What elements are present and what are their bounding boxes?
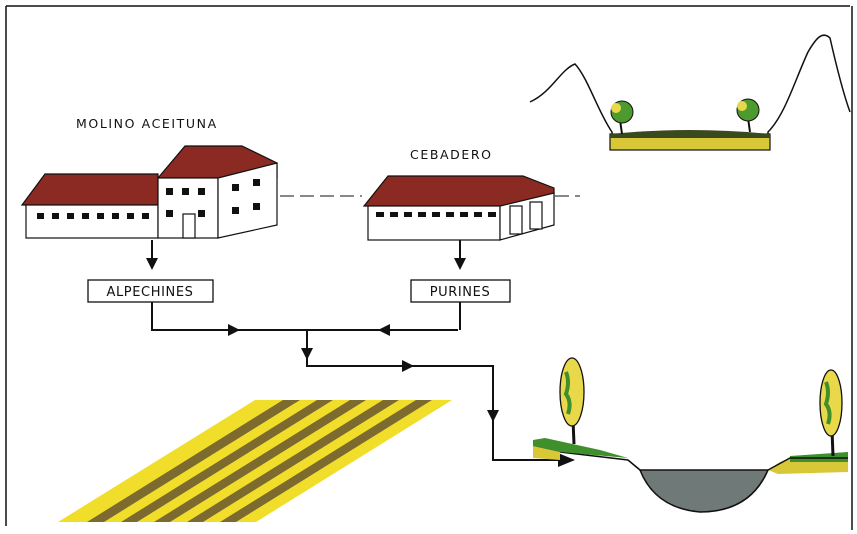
flow-arrowheads bbox=[146, 258, 575, 467]
tree-icon bbox=[736, 98, 760, 133]
alpechines-box: ALPECHINES bbox=[87, 279, 214, 303]
purines-box: PURINES bbox=[410, 279, 511, 303]
poplar-tree-icon bbox=[559, 357, 585, 445]
tree-icon bbox=[610, 100, 634, 135]
frame bbox=[5, 5, 853, 530]
striped-field bbox=[58, 400, 452, 522]
purines-label: PURINES bbox=[430, 285, 491, 300]
alpechines-label: ALPECHINES bbox=[106, 285, 193, 300]
olive-mill-label: MOLINO ACEITUNA bbox=[76, 116, 218, 131]
river-scene bbox=[532, 357, 848, 513]
olive-mill-building bbox=[20, 145, 278, 239]
feedlot-label: CEBADERO bbox=[410, 147, 493, 162]
feedlot-building bbox=[362, 175, 555, 241]
mountain-valley-scene bbox=[529, 34, 851, 151]
poplar-tree-icon bbox=[819, 369, 843, 457]
